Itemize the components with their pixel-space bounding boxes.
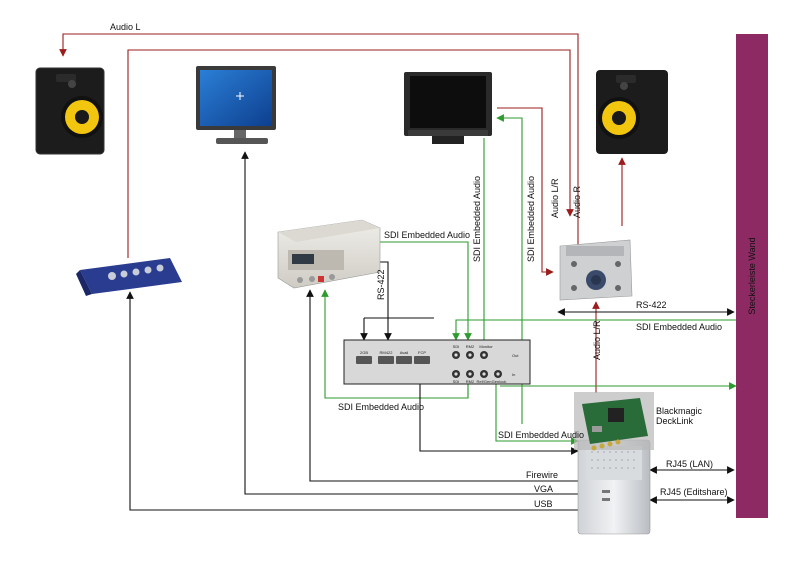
port-label: Genlock [492, 379, 507, 384]
connection-labels: Audio L Audio R Audio L/R Audio L/R SDI … [110, 22, 728, 509]
wire-firewire [306, 289, 578, 482]
port-label: RM2 [466, 379, 475, 384]
port-label: 2GB [360, 350, 368, 355]
video-deck-icon [277, 219, 381, 289]
port-label: FCP [418, 350, 426, 355]
label-sdi-v2: SDI Embedded Audio [526, 176, 536, 262]
label-rj45-lan: RJ45 (LAN) [666, 459, 713, 469]
port-label: SDI [453, 379, 460, 384]
port-label: Avail [400, 350, 409, 355]
decklink-label-line2: DeckLink [656, 416, 694, 426]
out-label: Out [512, 353, 519, 358]
label-audio-lr-lower: Audio L/R [592, 320, 602, 360]
wire-sdi-return [321, 289, 469, 399]
decklink-label-line1: Blackmagic [656, 406, 703, 416]
wire-sdi-card [495, 384, 579, 445]
broadcast-monitor-icon [404, 72, 492, 144]
port-label: RM2 [466, 344, 475, 349]
label-sdi-card: SDI Embedded Audio [498, 430, 584, 440]
breakout-sdi-ports: SDI RM2 Monitor SDI RM2 Ref/Gen Genlock [452, 344, 506, 384]
studio-speaker-right-icon [596, 70, 668, 154]
control-wires [126, 151, 735, 511]
label-sdi-v1: SDI Embedded Audio [472, 176, 482, 262]
monitor-controller-icon [559, 239, 633, 301]
breakout-top-ports: 2GB RM422 Avail FCP [356, 350, 430, 364]
wall-outlet-strip: Steckerleiste Wand [736, 34, 768, 518]
wire-audio-lr-upper [497, 107, 554, 276]
sdi-wires [321, 114, 737, 445]
breakout-panel-icon: 2GB RM422 Avail FCP SDI RM2 Monitor SDI … [343, 339, 531, 385]
lcd-monitor-icon [196, 66, 276, 144]
wall-label: Steckerleiste Wand [747, 237, 757, 314]
port-label: Monitor [479, 344, 493, 349]
label-audio-r: Audio R [572, 185, 582, 218]
label-audio-l: Audio L [110, 22, 141, 32]
label-rs422-deck: RS-422 [376, 269, 386, 300]
tower-computer-icon [577, 439, 651, 535]
wire-usb [126, 291, 578, 511]
label-rs422-wall: RS-422 [636, 300, 667, 310]
studio-speaker-left-icon [35, 67, 105, 155]
label-audio-lr-upper: Audio L/R [550, 178, 560, 218]
wire-fcp [419, 382, 579, 455]
label-vga: VGA [534, 484, 553, 494]
in-label: In [512, 372, 515, 377]
usb-audio-interface-icon [76, 258, 182, 296]
wire-sdi-wall [452, 319, 736, 341]
label-sdi-return: SDI Embedded Audio [338, 402, 424, 412]
audio-wires [59, 33, 626, 393]
label-rj45-editshare: RJ45 (Editshare) [660, 487, 728, 497]
decklink-card-icon [574, 392, 654, 451]
label-sdi-wall: SDI Embedded Audio [636, 322, 722, 332]
label-usb: USB [534, 499, 553, 509]
wire-audio-l [59, 33, 579, 252]
wire-audio-r [127, 49, 574, 258]
port-label: RM422 [380, 350, 394, 355]
wire-sdi-deck [380, 241, 472, 341]
port-label: SDI [453, 344, 460, 349]
port-label: Ref/Gen [477, 379, 492, 384]
wire-vga [241, 151, 578, 495]
label-sdi-deck: SDI Embedded Audio [384, 230, 470, 240]
label-firewire: Firewire [526, 470, 558, 480]
wire-sdi-v2 [496, 114, 523, 424]
